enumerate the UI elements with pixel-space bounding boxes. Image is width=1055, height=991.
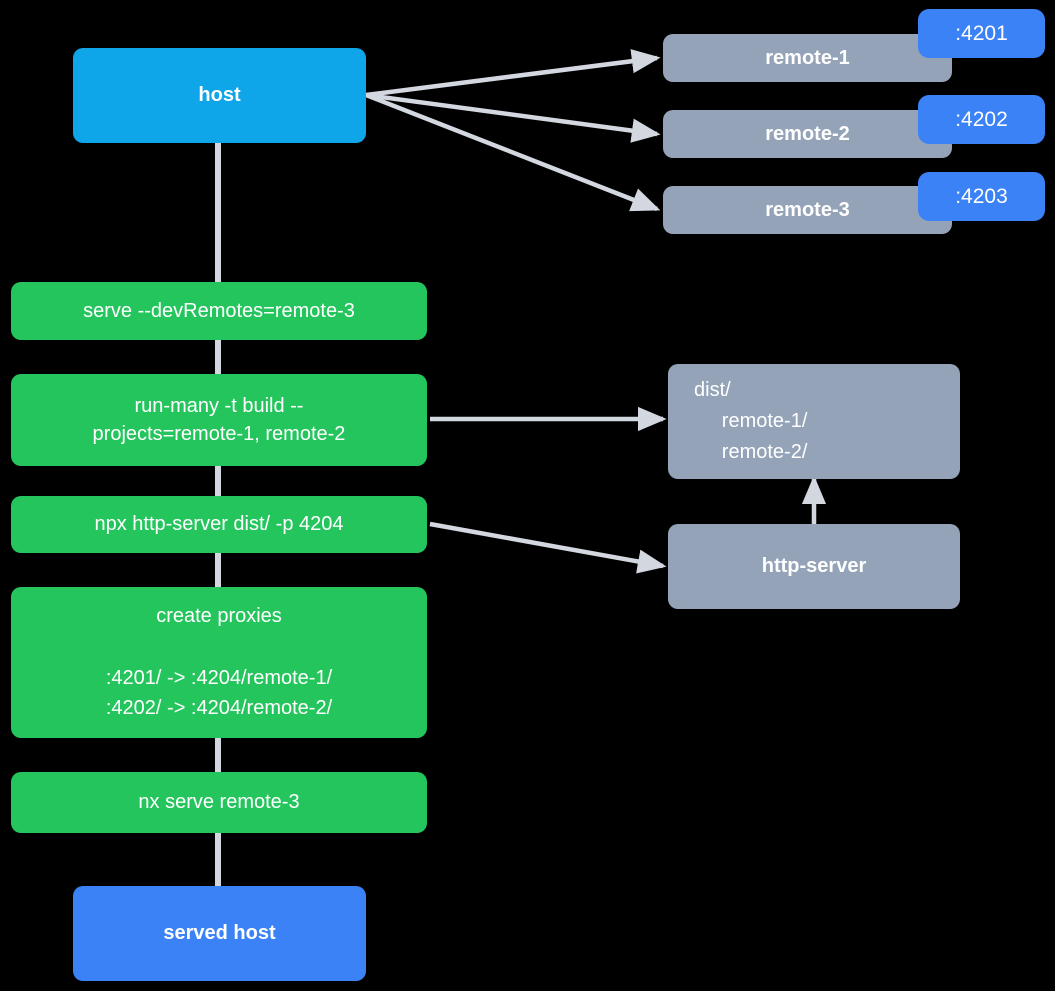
node-command-create-proxies[interactable]: create proxies :4201/ -> :4204/remote-1/… — [11, 587, 427, 738]
node-dist-folder-label: dist/ remote-1/ remote-2/ — [694, 379, 808, 463]
node-remote-3[interactable]: remote-3 — [663, 186, 952, 234]
node-command-nx-serve-remote-3[interactable]: nx serve remote-3 — [11, 772, 427, 833]
node-command-nx-serve-remote-3-label: nx serve remote-3 — [138, 791, 300, 814]
port-badge-4202-label: :4202 — [955, 107, 1008, 131]
node-command-npx-http-server[interactable]: npx http-server dist/ -p 4204 — [11, 496, 427, 553]
node-command-run-many[interactable]: run-many -t build -- projects=remote-1, … — [11, 374, 427, 466]
node-remote-1-label: remote-1 — [765, 46, 850, 69]
node-host-label: host — [198, 84, 241, 107]
node-dist-folder[interactable]: dist/ remote-1/ remote-2/ — [668, 364, 960, 479]
node-http-server-label: http-server — [761, 555, 867, 578]
node-command-create-proxies-title: create proxies — [156, 605, 282, 628]
port-badge-4201[interactable]: :4201 — [918, 9, 1045, 58]
node-remote-3-label: remote-3 — [765, 198, 850, 221]
node-command-create-proxies-mappings: :4201/ -> :4204/remote-1/ :4202/ -> :420… — [105, 666, 333, 719]
node-command-serve-devremotes-label: serve --devRemotes=remote-3 — [83, 299, 355, 322]
node-host[interactable]: host — [73, 48, 366, 143]
node-served-host[interactable]: served host — [73, 886, 366, 981]
node-command-npx-http-server-label: npx http-server dist/ -p 4204 — [94, 513, 344, 536]
node-command-serve-devremotes[interactable]: serve --devRemotes=remote-3 — [11, 282, 427, 340]
node-remote-2[interactable]: remote-2 — [663, 110, 952, 158]
port-badge-4201-label: :4201 — [955, 21, 1008, 45]
port-badge-4203[interactable]: :4203 — [918, 172, 1045, 221]
node-remote-2-label: remote-2 — [765, 122, 850, 145]
npx-to-httpserver-edge — [429, 521, 667, 574]
port-badge-4202[interactable]: :4202 — [918, 95, 1045, 144]
port-badge-4203-label: :4203 — [955, 184, 1008, 208]
node-http-server[interactable]: http-server — [668, 524, 960, 609]
node-served-host-label: served host — [163, 922, 276, 945]
node-command-run-many-label: run-many -t build -- projects=remote-1, … — [92, 394, 346, 445]
host-to-remote-edges — [365, 49, 661, 212]
node-remote-1[interactable]: remote-1 — [663, 34, 952, 82]
